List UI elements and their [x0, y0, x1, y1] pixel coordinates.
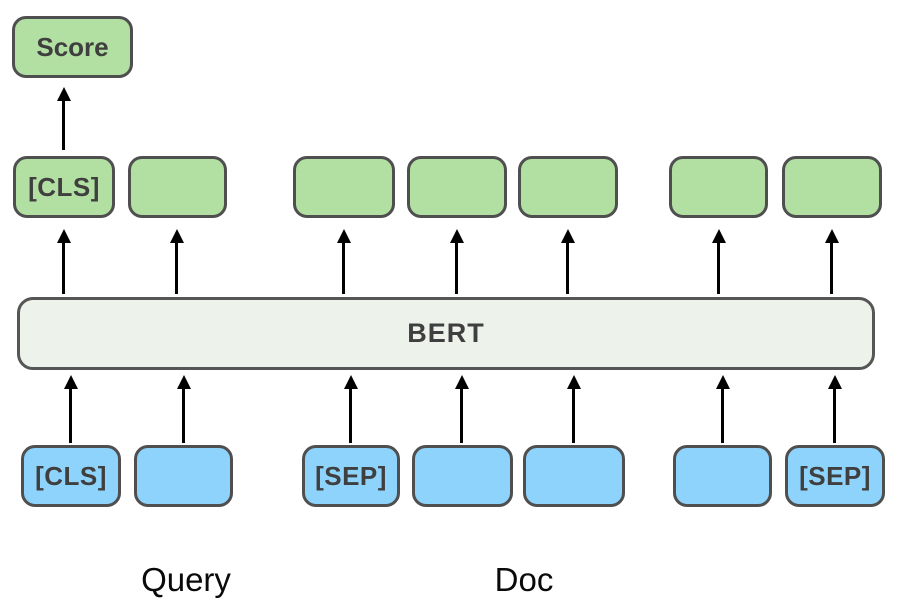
arrow-bert-to-output: [342, 242, 345, 294]
query-caption: Query: [141, 561, 231, 598]
arrow-input-to-bert: [572, 388, 575, 443]
arrow-cls-to-score: [62, 100, 65, 150]
score-box: Score: [12, 16, 133, 78]
bert-encoder-box: BERT: [17, 297, 875, 370]
input-token-box: [523, 445, 625, 507]
arrow-input-to-bert: [182, 388, 185, 443]
output-token-box-cls: [CLS]: [13, 156, 115, 218]
arrow-input-to-bert: [349, 388, 352, 443]
arrow-input-to-bert: [833, 388, 836, 443]
doc-caption: Doc: [494, 561, 554, 598]
arrow-bert-to-output: [62, 242, 65, 294]
arrow-bert-to-output: [175, 242, 178, 294]
input-token-box: [673, 445, 772, 507]
arrow-input-to-bert: [69, 388, 72, 443]
output-token-box: [782, 156, 882, 218]
arrow-bert-to-output: [566, 242, 569, 294]
arrow-bert-to-output: [830, 242, 833, 294]
output-token-box: [293, 156, 395, 218]
input-token-box: [134, 445, 233, 507]
output-token-box: [407, 156, 507, 218]
input-token-box-sep: [SEP]: [302, 445, 400, 507]
arrow-input-to-bert: [721, 388, 724, 443]
input-token-box: [412, 445, 513, 507]
output-token-box: [518, 156, 618, 218]
arrow-input-to-bert: [460, 388, 463, 443]
output-token-box: [128, 156, 227, 218]
output-token-box: [669, 156, 768, 218]
input-token-box-cls: [CLS]: [21, 445, 121, 507]
arrow-bert-to-output: [455, 242, 458, 294]
arrow-bert-to-output: [717, 242, 720, 294]
input-token-box-sep: [SEP]: [785, 445, 885, 507]
